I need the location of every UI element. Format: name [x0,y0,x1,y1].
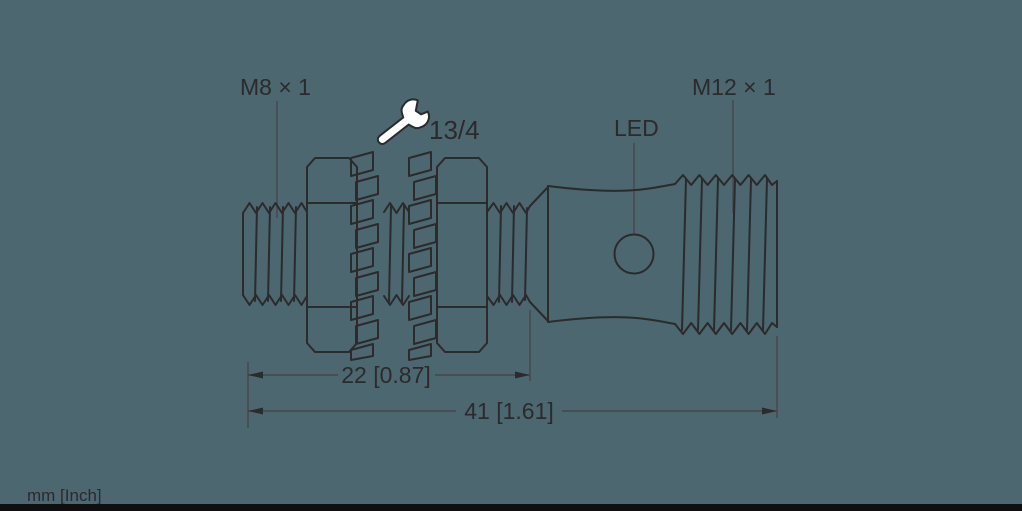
lock-washer-1 [350,151,379,361]
arrow-left-22 [248,371,263,379]
dim-22-label: 22 [0.87] [341,362,431,388]
sensor-linework [242,98,778,361]
hex-nut-2 [436,157,488,353]
dim-41-label: 41 [1.61] [464,398,554,424]
wrench-size-label: 13/4 [429,115,480,145]
wrench-icon [376,98,430,145]
drawing-labels: M8 × 1 13/4 LED M12 × 1 22 [0.87] 41 [1.… [27,74,776,505]
dimension-arrows [248,371,777,415]
arrow-right-41 [762,407,777,415]
bottom-bar [0,504,1022,511]
m8-label: M8 × 1 [240,74,311,100]
arrow-right-22 [515,371,530,379]
led-label: LED [614,115,659,141]
led-indicator [613,233,655,275]
m12-thread [674,174,778,335]
m8-thread-left [242,202,308,306]
m8-thread-center [383,202,410,306]
m12-label: M12 × 1 [692,74,776,100]
arrow-left-41 [248,407,263,415]
m8-thread-right [486,186,549,322]
sensor-body [547,183,676,325]
units-label: mm [Inch] [27,486,102,505]
